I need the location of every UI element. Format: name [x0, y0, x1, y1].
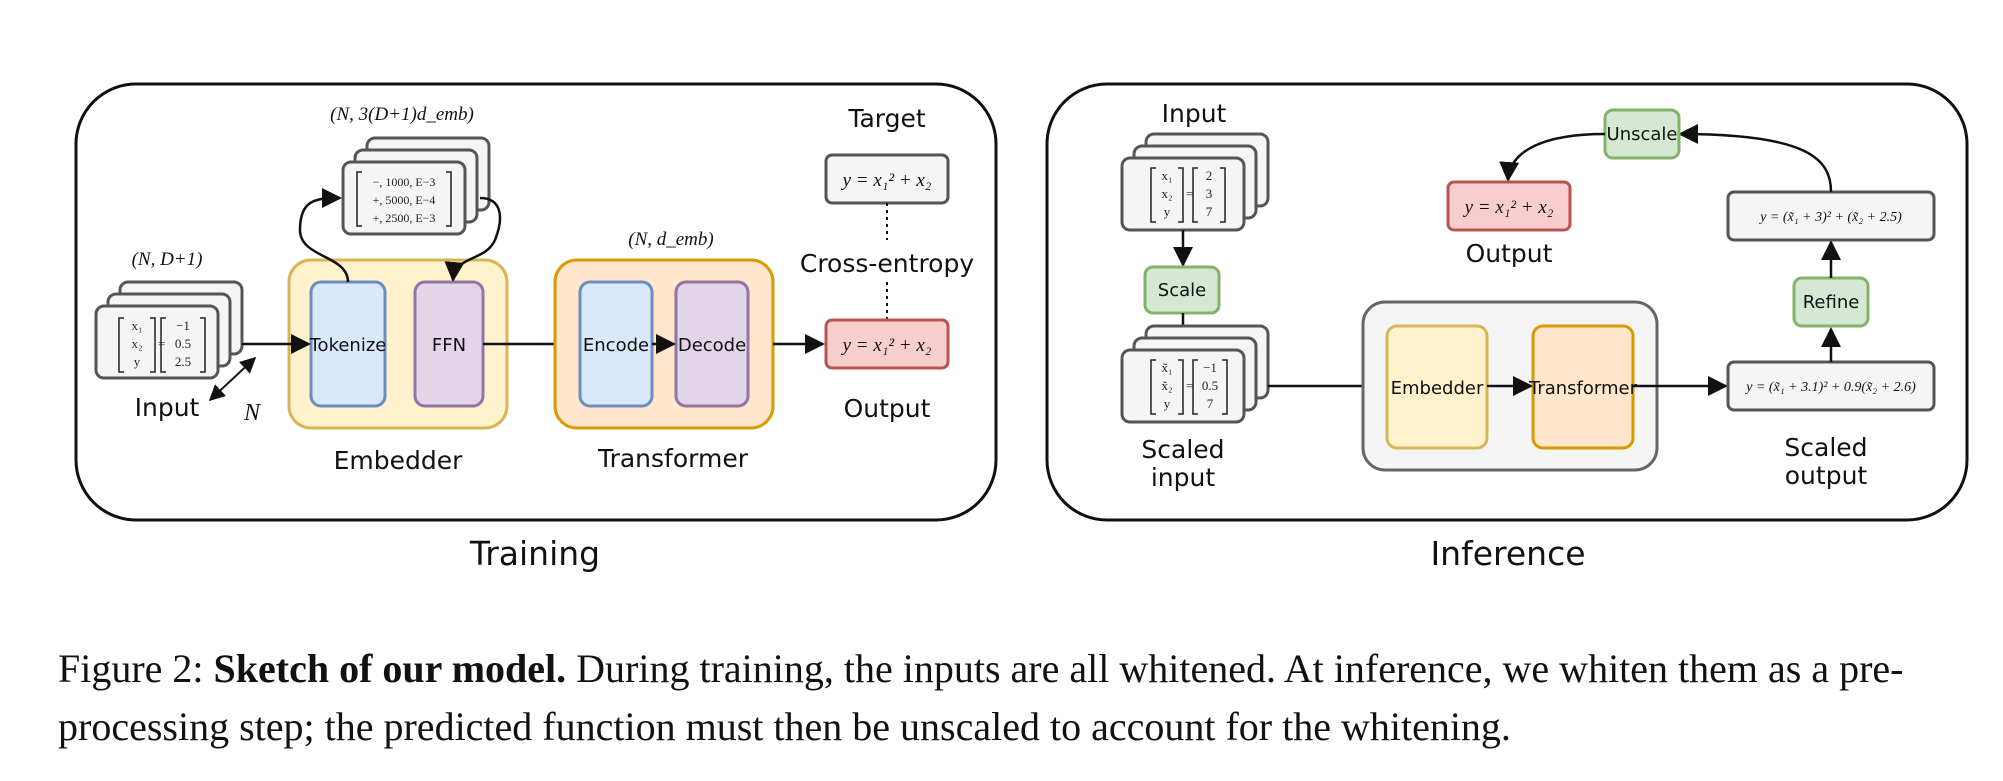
scaled-matrix-right-0: −1: [1203, 360, 1217, 375]
refine-label: Refine: [1803, 292, 1860, 313]
training-input-matrix-left-0: x₁: [131, 318, 142, 333]
token-row-1: +, 5000, E−4: [373, 193, 436, 207]
n-dimension-arrow: [208, 356, 257, 402]
training-panel: x₁ x₂ y = −1 0.5 2.5 (N, D+1) Input N To…: [74, 82, 998, 522]
inference-input-matrix-left-1: x₂: [1161, 186, 1172, 201]
scaled-input-stack: x̃₁ x̃₂ y = −1 0.5 7: [1120, 324, 1270, 424]
training-input-label: Input: [135, 393, 200, 422]
token-row-2: +, 2500, E−3: [373, 211, 436, 225]
inference-input-matrix-right-2: 7: [1206, 204, 1213, 219]
inference-input-label: Input: [1162, 99, 1227, 128]
scaled-input-label-line1: Scaled: [1141, 435, 1224, 464]
inference-input-matrix-left-0: x₁: [1161, 168, 1172, 183]
decode-box: [674, 280, 750, 408]
scaled-output-formula: y = (x̃₁ + 3.1)² + 0.9(x̃₂ + 2.6): [1744, 380, 1916, 395]
inference-input-matrix-left-2: y: [1164, 204, 1171, 219]
target-formula: y = x₁² + x₂: [841, 170, 932, 191]
training-input-shape: (N, D+1): [132, 249, 203, 270]
transformer-shape: (N, d_emb): [628, 229, 713, 250]
inference-input-matrix-right-0: 2: [1206, 168, 1213, 183]
equals-sign: =: [1186, 186, 1193, 201]
training-input-matrix-left-1: x₂: [131, 336, 142, 351]
training-input-matrix-right-2: 2.5: [175, 354, 191, 369]
inference-embedder-label: Embedder: [1391, 378, 1484, 399]
tokens-to-ffn-arrow: [444, 196, 502, 282]
tokens-stack: −, 1000, E−3 +, 5000, E−4 +, 2500, E−3: [341, 136, 491, 236]
target-label: Target: [847, 104, 926, 133]
equals-sign: =: [1186, 378, 1193, 393]
training-input-matrix-left-2: y: [134, 354, 141, 369]
training-transformer-label: Transformer: [597, 444, 749, 473]
decode-label: Decode: [678, 335, 746, 356]
scaled-output-label-line2: output: [1785, 461, 1868, 490]
ffn-label: FFN: [432, 335, 466, 356]
n-label: N: [243, 400, 262, 426]
scaled-output-label-line1: Scaled: [1784, 433, 1867, 462]
inference-input-stack: x₁ x₂ y = 2 3 7: [1120, 132, 1270, 232]
training-output-formula: y = x₁² + x₂: [841, 335, 932, 356]
training-embedder-label: Embedder: [334, 446, 464, 475]
equals-sign: =: [158, 336, 165, 351]
inference-title: Inference: [1430, 534, 1585, 573]
unscale-to-output-arrow: [1499, 132, 1606, 182]
unscale-label: Unscale: [1607, 124, 1678, 145]
tokenize-to-tokens-arrow: [298, 188, 350, 283]
refined-formula: y = (x̃₁ + 3)² + (x̃₂ + 2.5): [1758, 210, 1902, 225]
encode-label: Encode: [583, 335, 649, 356]
inference-output-box: [1446, 180, 1572, 232]
scale-label: Scale: [1158, 280, 1206, 301]
inference-output-formula: y = x₁² + x₂: [1463, 197, 1554, 218]
token-row-0: −, 1000, E−3: [373, 175, 436, 189]
training-output-box: [824, 318, 950, 370]
caption-bold-title: Sketch of our model.: [213, 646, 567, 691]
scaled-matrix-left-1: x̃₂: [1161, 378, 1172, 393]
training-title: Training: [469, 534, 600, 573]
scaled-matrix-right-1: 0.5: [1202, 378, 1218, 393]
scaled-input-label-line2: input: [1151, 463, 1216, 492]
scaled-matrix-left-0: x̃₁: [1161, 360, 1172, 375]
training-input-matrix-right-1: 0.5: [175, 336, 191, 351]
training-input-matrix-right-0: −1: [176, 318, 190, 333]
cross-entropy-label: Cross-entropy: [800, 249, 974, 278]
tokens-shape: (N, 3(D+1)d_emb): [330, 104, 474, 125]
scaled-matrix-left-2: y: [1164, 396, 1171, 411]
caption-prefix: Figure 2:: [58, 646, 214, 691]
inference-input-matrix-right-1: 3: [1206, 186, 1213, 201]
figure-caption: Figure 2: Sketch of our model. During tr…: [58, 640, 1978, 756]
model-sketch-diagram: x₁ x₂ y = −1 0.5 2.5 (N, D+1) Input N To…: [74, 82, 1969, 573]
refined-to-unscale-arrow: [1678, 124, 1833, 193]
inference-output-label: Output: [1466, 239, 1553, 268]
caption-text: During training, the inputs are all whit…: [58, 646, 1904, 749]
training-output-label: Output: [844, 394, 931, 423]
inference-panel: Input x₁ x₂ y = 2 3 7 Scale x̃₁: [1045, 82, 1969, 522]
training-input-stack: x₁ x₂ y = −1 0.5 2.5: [94, 280, 244, 380]
scaled-matrix-right-2: 7: [1207, 396, 1214, 411]
tokenize-label: Tokenize: [309, 335, 387, 356]
inference-transformer-label: Transformer: [1528, 378, 1638, 399]
